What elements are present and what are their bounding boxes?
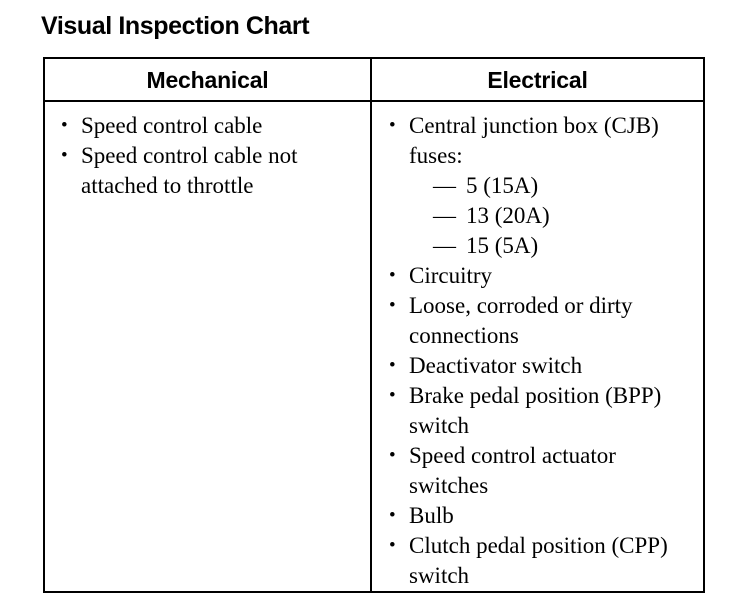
list-item: • Deactivator switch bbox=[382, 351, 695, 381]
bullet-icon: • bbox=[389, 295, 396, 316]
list-item-label: Loose, corroded or dirty connections bbox=[409, 293, 633, 348]
dash-icon: — bbox=[433, 173, 456, 198]
sub-list-item: — 5 (15A) bbox=[409, 171, 695, 201]
list-item-label: Speed control actuator switches bbox=[409, 443, 616, 498]
list-item: • Speed control cable bbox=[54, 111, 362, 141]
list-item: • Speed control cable not attached to th… bbox=[54, 141, 362, 201]
list-item-label: Bulb bbox=[409, 503, 454, 528]
bullet-icon: • bbox=[389, 385, 396, 406]
bullet-icon: • bbox=[61, 145, 68, 166]
bullet-icon: • bbox=[389, 355, 396, 376]
list-item: • Central junction box (CJB) fuses: — 5 … bbox=[382, 111, 695, 261]
sub-list-item-label: 15 (5A) bbox=[466, 233, 539, 258]
list-item-label: Clutch pedal position (CPP) switch bbox=[409, 533, 668, 588]
list-item-label: Circuitry bbox=[409, 263, 493, 288]
cjb-fuse-sublist: — 5 (15A) — 13 (20A) — 15 (5A) bbox=[409, 171, 695, 261]
list-item: • Brake pedal position (BPP) switch bbox=[382, 381, 695, 441]
list-item: • Speed control actuator switches bbox=[382, 441, 695, 501]
list-item: • Bulb bbox=[382, 501, 695, 531]
visual-inspection-table: Mechanical Electrical • Speed control ca… bbox=[43, 57, 705, 593]
cell-electrical: • Central junction box (CJB) fuses: — 5 … bbox=[372, 102, 703, 591]
table-body-row: • Speed control cable • Speed control ca… bbox=[45, 102, 703, 591]
list-item-label: Brake pedal position (BPP) switch bbox=[409, 383, 662, 438]
list-item: • Loose, corroded or dirty connections bbox=[382, 291, 695, 351]
bullet-icon: • bbox=[389, 445, 396, 466]
list-item-label: Speed control cable bbox=[81, 113, 263, 138]
bullet-icon: • bbox=[389, 265, 396, 286]
dash-icon: — bbox=[433, 233, 456, 258]
bullet-icon: • bbox=[389, 115, 396, 136]
table-header-row: Mechanical Electrical bbox=[45, 59, 703, 102]
mechanical-list: • Speed control cable • Speed control ca… bbox=[45, 102, 370, 201]
sub-list-item: — 13 (20A) bbox=[409, 201, 695, 231]
sub-list-item: — 15 (5A) bbox=[409, 231, 695, 261]
page-title: Visual Inspection Chart bbox=[41, 12, 310, 40]
sub-list-item-label: 13 (20A) bbox=[466, 203, 550, 228]
electrical-list: • Central junction box (CJB) fuses: — 5 … bbox=[372, 102, 703, 591]
list-item-label: Deactivator switch bbox=[409, 353, 583, 378]
list-item-label: Central junction box (CJB) fuses: bbox=[409, 113, 659, 168]
list-item-label: Speed control cable not attached to thro… bbox=[81, 143, 298, 198]
list-item: • Clutch pedal position (CPP) switch bbox=[382, 531, 695, 591]
bullet-icon: • bbox=[61, 115, 68, 136]
column-header-electrical: Electrical bbox=[487, 66, 588, 93]
cell-mechanical: • Speed control cable • Speed control ca… bbox=[45, 102, 372, 591]
list-item: • Circuitry bbox=[382, 261, 695, 291]
bullet-icon: • bbox=[389, 505, 396, 526]
column-header-mechanical: Mechanical bbox=[45, 59, 372, 100]
bullet-icon: • bbox=[389, 535, 396, 556]
sub-list-item-label: 5 (15A) bbox=[466, 173, 539, 198]
dash-icon: — bbox=[433, 203, 456, 228]
